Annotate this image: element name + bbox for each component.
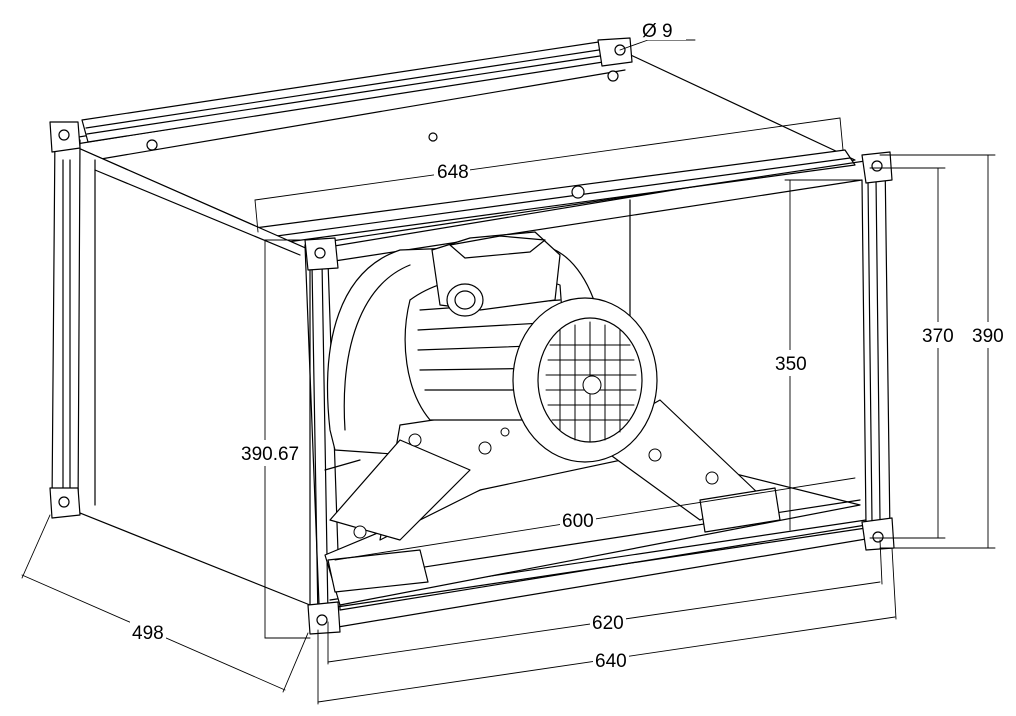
- label-inner-width: 600: [562, 511, 594, 532]
- corner-brackets: [49, 37, 895, 635]
- label-height-inner: 350: [775, 354, 807, 375]
- label-top-width: 648: [437, 162, 469, 183]
- bolts: [353, 427, 719, 539]
- label-flange-width: 620: [592, 613, 624, 634]
- label-hole-diameter: Ø 9: [642, 21, 673, 42]
- dimension-labels: Ø 9 648 390 370 350 390.67 600 620 640 4…: [130, 21, 1006, 672]
- label-depth: 498: [132, 623, 164, 644]
- label-height-flange: 370: [922, 326, 954, 347]
- label-outer-width: 640: [595, 651, 627, 672]
- fan-grille: [545, 321, 637, 443]
- label-height-left: 390.67: [241, 444, 299, 465]
- label-height-outer: 390: [972, 326, 1004, 347]
- fan-assembly: [327, 231, 781, 593]
